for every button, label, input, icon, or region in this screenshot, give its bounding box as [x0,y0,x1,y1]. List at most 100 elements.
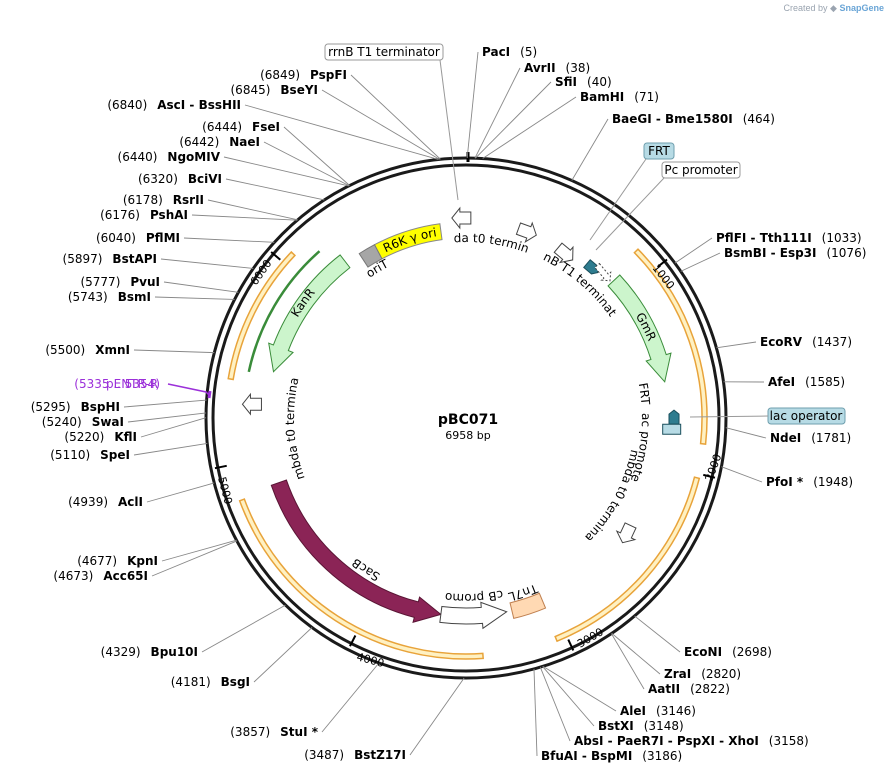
enzyme-site-label: AfeI(1585) [768,375,845,389]
enzyme-name: ZraI [664,667,691,681]
enzyme-site-label: NdeI(1781) [770,431,851,445]
tn7l-box [509,592,547,619]
credit-brand: SnapGene [839,3,884,13]
enzyme-site-label: AvrII (38) [524,61,590,75]
svg-text:(5335 .. 5354): (5335 .. 5354) [74,377,160,391]
enzyme-name: NaeI [229,135,260,149]
enzyme-leader-line [542,665,617,712]
enzyme-name: BspHI [81,400,120,414]
enzyme-site-label: SfiI(40) [555,75,612,89]
enzyme-position: (3148) [644,719,684,733]
enzyme-leader-line [482,96,577,159]
enzyme-position: (6845) [231,83,271,97]
tick-mark [349,635,357,647]
boxed-label-lac-operator: lac operator [689,407,846,425]
enzyme-name: AatII [648,682,680,696]
enzyme-position: (2822) [690,682,730,696]
enzyme-leader-line [151,540,238,577]
sacb-arrow [270,479,442,623]
backbone-inner [211,163,721,673]
tick-mark [214,464,227,470]
enzyme-name: PflMI [146,231,180,245]
enzyme-leader-line [283,126,350,186]
enzyme-leader-line [610,633,645,690]
enzyme-site-label: PacI(5) [482,45,537,59]
enzyme-name: AvrII [524,61,556,75]
boxed-label-pc-promoter: Pc promoter [595,161,741,251]
enzyme-position: (1781) [811,431,851,445]
enzyme-name: KflI [114,430,137,444]
enzyme-position: (6442) [179,135,219,149]
primer-pentr-r: (5335 .. 5354) pENTR-R [74,377,212,399]
gmr-arrow [607,274,672,383]
enzyme-name: BsmBI - Esp3I [724,246,816,260]
tick-mark [703,473,716,479]
enzyme-leader-line [133,349,215,354]
svg-text:lac operator: lac operator [770,409,843,423]
enzyme-name: PvuI [130,275,160,289]
enzyme-name: BaeGI - Bme1580I [612,112,733,126]
enzyme-site-label: (6840)AscI - BssHII [107,98,241,112]
enzyme-site-label: (6178)RsrII [123,193,204,207]
enzyme-name: BfuAI - BspMI [541,749,632,763]
enzyme-name: SwaI [92,415,124,429]
enzyme-site-label: (4939)AclI [68,495,143,509]
enzyme-name: AbsI - PaeR7I - PspXI - XhoI [574,734,759,748]
enzyme-site-label: (5295) BspHI [31,400,120,414]
enzyme-site-label: (3487)BstZ17I [304,748,406,762]
enzyme-position: (6444) [202,120,242,134]
enzyme-site-label: AleI (3146) [620,704,696,718]
enzyme-site-label: (5240)SwaI [42,415,124,429]
enzyme-position: (38) [566,61,591,75]
enzyme-position: (2820) [701,667,741,681]
snapgene-logo-icon: ◆ [830,3,837,13]
svg-text:Pc promoter: Pc promoter [664,163,737,177]
enzyme-leader-line [634,615,681,653]
enzyme-position: (4329) [101,645,141,659]
r6k-ori-box [373,223,443,260]
enzyme-leader-line [539,666,571,742]
enzyme-leader-line [154,296,235,300]
enzyme-position: (5) [520,45,537,59]
enzyme-position: (1033) [822,231,862,245]
enzyme-position: (5220) [64,430,104,444]
lambda-terminator-arrow [241,392,262,416]
enzyme-name: PfoI * [766,475,804,489]
enzyme-position: (3146) [656,704,696,718]
enzyme-name: FseI [252,120,280,134]
enzyme-position: (5295) [31,400,71,414]
enzyme-site-label: (6440)NgoMIV [118,150,221,164]
snapgene-credit: Created by ◆ SnapGene [784,3,885,14]
enzyme-leader-line [721,466,763,483]
enzyme-position: (6176) [100,208,140,222]
enzyme-name: AleI [620,704,646,718]
enzyme-leader-line [263,141,350,187]
enzyme-leader-line [223,156,349,187]
kanr-arrow [268,254,351,373]
primer-bind-region [554,476,701,643]
enzyme-site-label: (6845)BseYI [231,83,319,97]
enzyme-leader-line [409,677,465,756]
enzyme-labels: PacI(5)AvrII(38)SfiI(40)BamHI(71)BaeGI -… [31,45,867,763]
boxed-label-frt: FRT [589,142,675,241]
enzyme-name: BstZ17I [354,748,406,762]
enzyme-position: (5500) [45,343,85,357]
enzyme-leader-line [161,539,237,562]
credit-prefix: Created by [783,3,828,13]
plasmid-name: pBC071 [438,412,498,428]
enzyme-leader-line [475,81,552,159]
enzyme-site-label: AbsI - PaeR7I - PspXI - XhoI(3158) [574,734,809,748]
enzyme-site-label: (6040)PflMI [96,231,180,245]
frt-marker [583,259,599,275]
enzyme-name: AfeI [768,375,795,389]
lambda-terminator-arrow [451,206,472,230]
enzyme-site-label: (5500)XmnI [45,343,130,357]
enzyme-leader-line [201,604,286,653]
enzyme-site-label: (5897)BstAPI [63,252,157,266]
enzyme-site-label: (6444) FseI [202,120,280,134]
svg-text:rrnB T1 terminator: rrnB T1 terminator [328,45,440,59]
enzyme-name: BstXI [598,719,634,733]
enzyme-position: (6440) [118,150,158,164]
enzyme-leader-line [146,482,215,503]
enzyme-name: BstAPI [112,252,157,266]
